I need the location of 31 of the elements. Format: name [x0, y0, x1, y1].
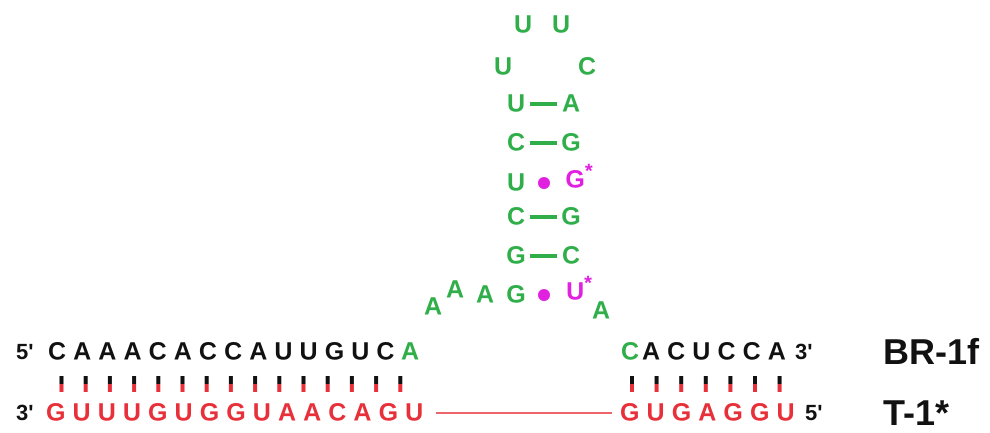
sequence-text: CAAACACCAUUGUC [48, 340, 402, 364]
nucleotide-letter: A [446, 278, 464, 302]
nucleotide-letter: G [506, 244, 526, 268]
connector-line [436, 412, 612, 414]
nucleotide-letter: C [506, 204, 526, 230]
strand-end-label: 5' [16, 341, 34, 363]
nucleotide-letter: C [578, 54, 596, 80]
nucleotide-letter: U [506, 92, 526, 116]
nucleotide-letter: C [620, 340, 640, 364]
sequence-text: ACUCCA [642, 340, 793, 364]
nucleotide-letter: U [514, 12, 532, 38]
nucleotide-letter: A [400, 340, 420, 364]
strand-end-label: 3' [16, 402, 34, 424]
nucleotide-letter: C [562, 244, 580, 268]
strand-name: T-1* [883, 395, 950, 431]
nucleotide-letter: G [506, 282, 526, 308]
nucleotide-letter: A [424, 294, 442, 320]
nucleotide-letter: C [506, 130, 526, 156]
nucleotide-letter: A [592, 298, 610, 324]
strand-end-label: 5' [805, 402, 822, 424]
sequence-text: GUGAGGU [620, 400, 802, 426]
strand-end-label: 3' [795, 341, 812, 363]
nucleotide-letter: A [562, 92, 580, 116]
nucleotide-letter: G [561, 204, 581, 230]
nucleotide-letter: U [552, 12, 570, 38]
nucleotide-letter: U [494, 54, 512, 80]
nucleotide-letter: U [506, 170, 526, 196]
nucleotide-letter: G [561, 130, 581, 156]
sequence-text: GUUUGUGGUAACAGU [46, 400, 430, 426]
strand-name: BR-1f [883, 334, 979, 370]
nucleotide-letter: A [476, 282, 494, 308]
